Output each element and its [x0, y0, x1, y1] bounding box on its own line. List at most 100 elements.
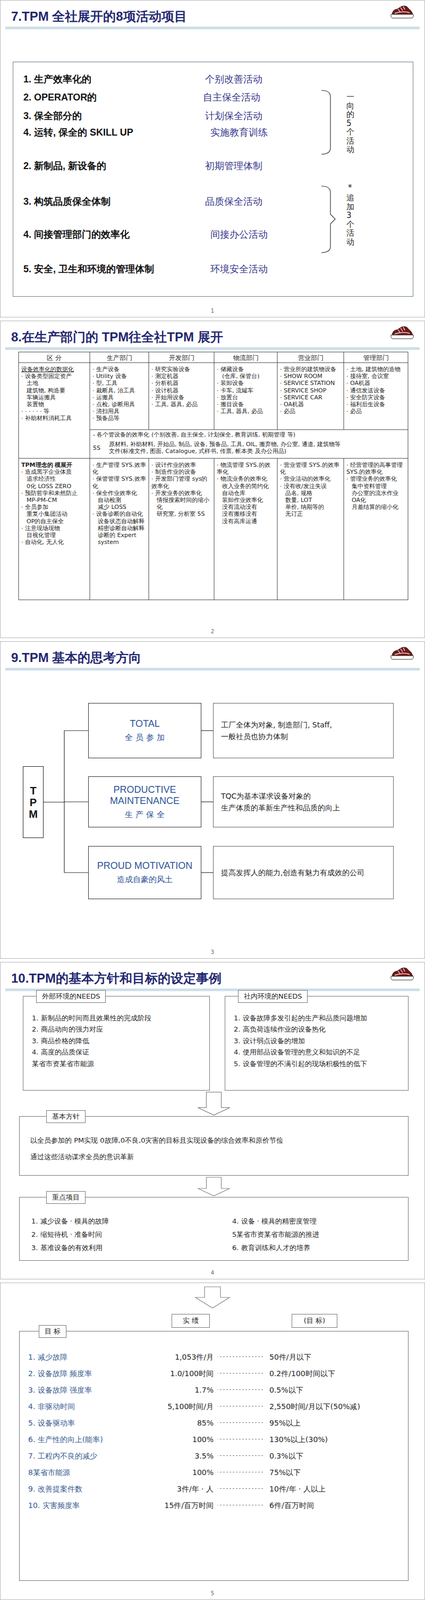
activity-name: 实施教育训练 [210, 125, 268, 139]
target-value: 1,053件/月 [104, 1351, 214, 1362]
table-cell: · 装卸设备 [216, 379, 276, 387]
target-value: 95%以上 [269, 1417, 301, 1427]
box-text: 全 员 参 加 [124, 732, 165, 743]
box-text: 工厂全体为对象, 制造部门, Staff, [221, 718, 386, 730]
table-cell: 办公室的流水作业 [351, 489, 406, 497]
table-cell: 原材料, 补助材料, 开始品, 制品, 设备, 预备品, 工具, OIL, 搬弃… [108, 440, 406, 448]
table-grid [18, 351, 408, 600]
explain-box: TQC为基本谋求设备对象的生产体质的革新生产性和品质的向上 [213, 775, 394, 827]
box-text: 造成自豪的风土 [116, 873, 173, 884]
table-header: 管理部门 [343, 353, 408, 363]
box-heading: 重点项目 [46, 1190, 86, 1203]
block-arrow [198, 1091, 231, 1115]
table-cell: 装置物 [26, 400, 88, 408]
table-cell: · SHOW ROOM [279, 372, 342, 380]
box-text: PRODUCTIVE MAINTENANCE [97, 783, 193, 806]
table-cell: · 补助材料消耗工具 [21, 414, 88, 422]
table-cell: · Utility 设备 [92, 372, 147, 380]
table-cell: · 必品 [279, 407, 342, 415]
table-cell: 减少 LOSS [97, 503, 147, 510]
table-cell: · 营业活动的效率化 [279, 474, 342, 482]
table-cell: · SERVICE CAR [279, 393, 342, 401]
policy-box: 基本方针以全员参加的 PM实现 0故障,0不良,0灾害的目标且实现设备的综合效率… [19, 1115, 409, 1175]
activity-name: 品质保全活动 [205, 194, 263, 208]
bracket [321, 90, 331, 155]
table-cell: 车辆运搬具 [26, 393, 88, 401]
table-cell: OP的自主保全 [26, 517, 88, 525]
table-cell: 自动检测 [97, 496, 147, 504]
box-text: 2. 高负荷连续作业的设备热化 [233, 1022, 400, 1034]
table-header: 区 分 [18, 353, 90, 363]
table-cell: · 物流管理 SYS.的效率化 [216, 461, 276, 475]
table-cell: · 注意现场现物 [21, 524, 88, 532]
target-label: 10. 灾害频度率 [28, 1499, 80, 1510]
target-box: 目 标1. 减少故障1,053件/月50件/月以下2. 设备故障 频度率1.0/… [19, 1329, 409, 1580]
table-cell: · 测定机器 [151, 372, 212, 380]
explain-box: 工厂全体为对象, 制造部门, Staff,一般社员也协力体制 [213, 702, 394, 758]
table-cell: 诊断的 Expert system [97, 531, 147, 546]
table-cell: · OA机器 [279, 400, 342, 408]
box-text: 某省市资某省市能源 [31, 1057, 201, 1069]
slide-title: 7.TPM 全社展开的8项活动项目 [11, 7, 187, 25]
focus-box: 重点项目1. 减少设备 · 模具的故障2. 缩短待机 · 准备时间3. 基准设备… [19, 1195, 409, 1260]
bracket [321, 185, 336, 253]
table-cell: 研究室, 分析室 5S [156, 510, 212, 517]
table-cell: · 通信发送设备 [346, 386, 406, 394]
table-cell: · 型, 工具 [92, 379, 147, 387]
table-cell: · 造成黑字企业体质 [21, 468, 88, 475]
box-text: 通过这些活动谋求全员的意识革新 [30, 1150, 398, 1162]
table-cell: 文件(标准文件, 图面, Catalogue, 式样书, 传票, 帐本类 及办公… [108, 447, 406, 455]
target-value: 100% [104, 1433, 214, 1443]
slide-title: 9.TPM 基本的思考方向 [11, 648, 142, 666]
flow-arrow [195, 1285, 230, 1307]
table-cell: MP-PM-CM [26, 496, 88, 504]
table-cell: · 开发部门管理 sys的效率化 [151, 474, 212, 489]
target-value: 0.3%以下 [269, 1450, 304, 1460]
table-cell: · 全员参加 [21, 503, 88, 510]
list-item: 2. OPERATOR的 [23, 90, 97, 104]
box-text: TQC为基本谋求设备对象的 [221, 789, 386, 802]
box-text: 4. 使用部品设备管理的意义和知识的不足 [233, 1045, 400, 1057]
list-item: 4. 运转, 保全的 SKILL UP [23, 125, 134, 139]
table-cell: · 放置台 [216, 393, 276, 401]
target-label: 8某省市能源 [28, 1466, 71, 1477]
table-cell: · 设计机器 [151, 386, 212, 394]
table-header: 生产部门 [89, 353, 149, 363]
table-cell: · 营业管理 SYS.的效率化 [279, 461, 342, 475]
table-cell: · 预备品等 [92, 414, 147, 422]
table-cell: 没有高库运通 [222, 517, 276, 525]
table-cell: · 研究实验设备 [151, 365, 212, 373]
column-tab: 实 绩 [171, 1312, 210, 1327]
box-text: PROUD MOTIVATION [97, 859, 193, 871]
table-cell: 土地 [26, 379, 88, 387]
slide-panel: 5目 标1. 减少故障1,053件/月50件/月以下2. 设备故障 频度率1.0… [0, 1281, 425, 1599]
title-band [5, 667, 420, 670]
bracket-note: 追加3个活动 [346, 193, 355, 246]
page-number: 3 [0, 948, 425, 955]
target-label: 9. 改善提案件数 [28, 1483, 83, 1493]
concept-box: PRODUCTIVE MAINTENANCE生 产 保 全 [88, 775, 202, 827]
table-cell: · 开始用设备 [151, 393, 212, 401]
list-item: 3. 保全部分的 [23, 109, 82, 123]
target-label: 3. 设备故障 强度率 [28, 1384, 92, 1394]
title-band [5, 346, 420, 350]
table-cell: 月差结算的缩小化 [351, 503, 406, 510]
tree-connector [201, 729, 214, 730]
table-cell: · 营业所的建筑物设备 [279, 365, 342, 373]
bracket-note: * [347, 182, 353, 193]
table-cell: · 土地, 建筑物的造物 [346, 365, 406, 373]
explain-box: 提高发挥人的能力,创造有魅力有成效的公司 [213, 845, 394, 899]
table-cell: 5S [92, 444, 107, 452]
target-label: 5. 设备驱动率 [28, 1417, 75, 1427]
table-cell: · 安全防灾设备 [346, 393, 406, 401]
table-cell: 目视化管理 [26, 531, 88, 539]
table-cell: · 工具, 器具, 必品 [151, 400, 212, 408]
box-heading: 社内环境的NEEDS [238, 989, 308, 1002]
box-text: 3. 商品价格的降低 [31, 1034, 201, 1046]
table-cell: · 开发业务的效率化 [151, 489, 212, 497]
table-cell: · 裁断具, 治工具 [92, 386, 147, 394]
target-value: 50件/月以下 [269, 1351, 312, 1362]
page-number: 5 [0, 1588, 425, 1595]
focus-item: 2. 缩短待机 · 准备时间 [31, 1228, 102, 1239]
table-cell: 收入业务的简约化 [222, 482, 276, 490]
